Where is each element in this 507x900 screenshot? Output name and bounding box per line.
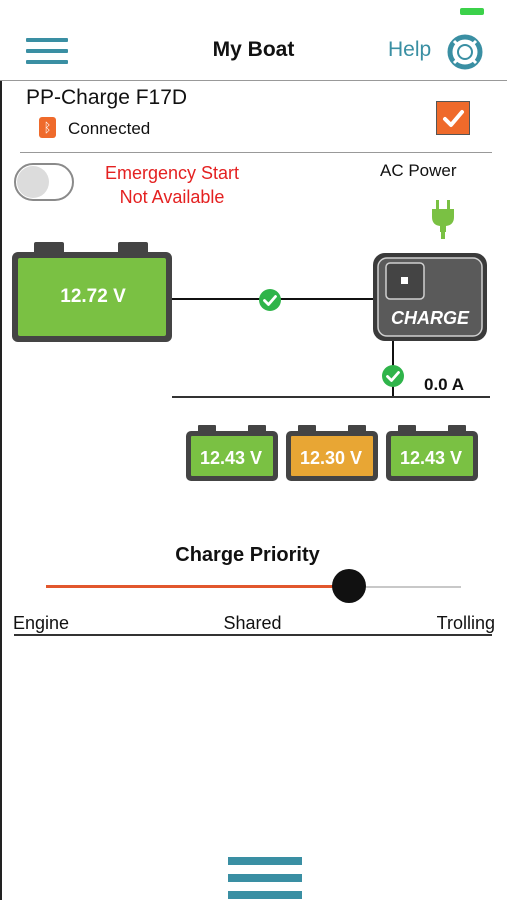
bottom-menu-icon[interactable] [228, 857, 302, 900]
hamburger-menu-icon[interactable] [26, 38, 68, 66]
battery-1 [186, 425, 278, 481]
ac-power-label: AC Power [380, 161, 457, 180]
ok-check-icon [382, 365, 404, 387]
emergency-line-2: Not Available [119, 187, 225, 207]
device-name: PP-Charge F17D [26, 86, 188, 109]
plug-icon [432, 200, 454, 239]
battery-status-indicator [460, 8, 484, 15]
priority-underline [14, 634, 492, 636]
charge-current: 0.0 A [424, 375, 465, 394]
battery-3 [386, 425, 478, 481]
ok-check-icon [259, 289, 281, 311]
priority-label-shared: Shared [223, 613, 282, 633]
page-title: My Boat [212, 38, 295, 61]
emergency-start-status: Emergency Start Not Available [82, 161, 262, 209]
priority-slider-thumb[interactable] [331, 569, 366, 603]
battery-2-voltage: 12.30 V [299, 448, 363, 468]
battery-2 [286, 425, 378, 481]
priority-slider-fill [46, 585, 349, 588]
checkmark-icon [443, 110, 464, 127]
main-battery [12, 242, 172, 342]
emergency-start-toggle[interactable] [14, 163, 74, 201]
device-divider [20, 152, 492, 153]
battery-3-voltage: 12.43 V [399, 448, 463, 468]
charge-priority-title: Charge Priority [175, 544, 320, 566]
emergency-line-1: Emergency Start [104, 163, 240, 183]
connection-status: Connected [68, 119, 151, 138]
priority-label-trolling: Trolling [436, 613, 495, 633]
charger-brand-label: CHARGE [391, 308, 470, 328]
lifebuoy-icon[interactable] [447, 34, 483, 70]
charger-device: CHARGE [373, 253, 487, 341]
help-button[interactable]: Help [388, 38, 432, 61]
battery-1-voltage: 12.43 V [199, 448, 263, 468]
priority-label-engine: Engine [13, 613, 70, 633]
toggle-knob [17, 166, 49, 198]
device-select-checkbox[interactable] [436, 101, 470, 135]
bluetooth-icon: ᛒ [39, 117, 56, 138]
main-battery-voltage: 12.72 V [60, 286, 126, 307]
left-border [0, 80, 2, 900]
header-divider [0, 80, 507, 81]
bus-line [172, 396, 490, 398]
